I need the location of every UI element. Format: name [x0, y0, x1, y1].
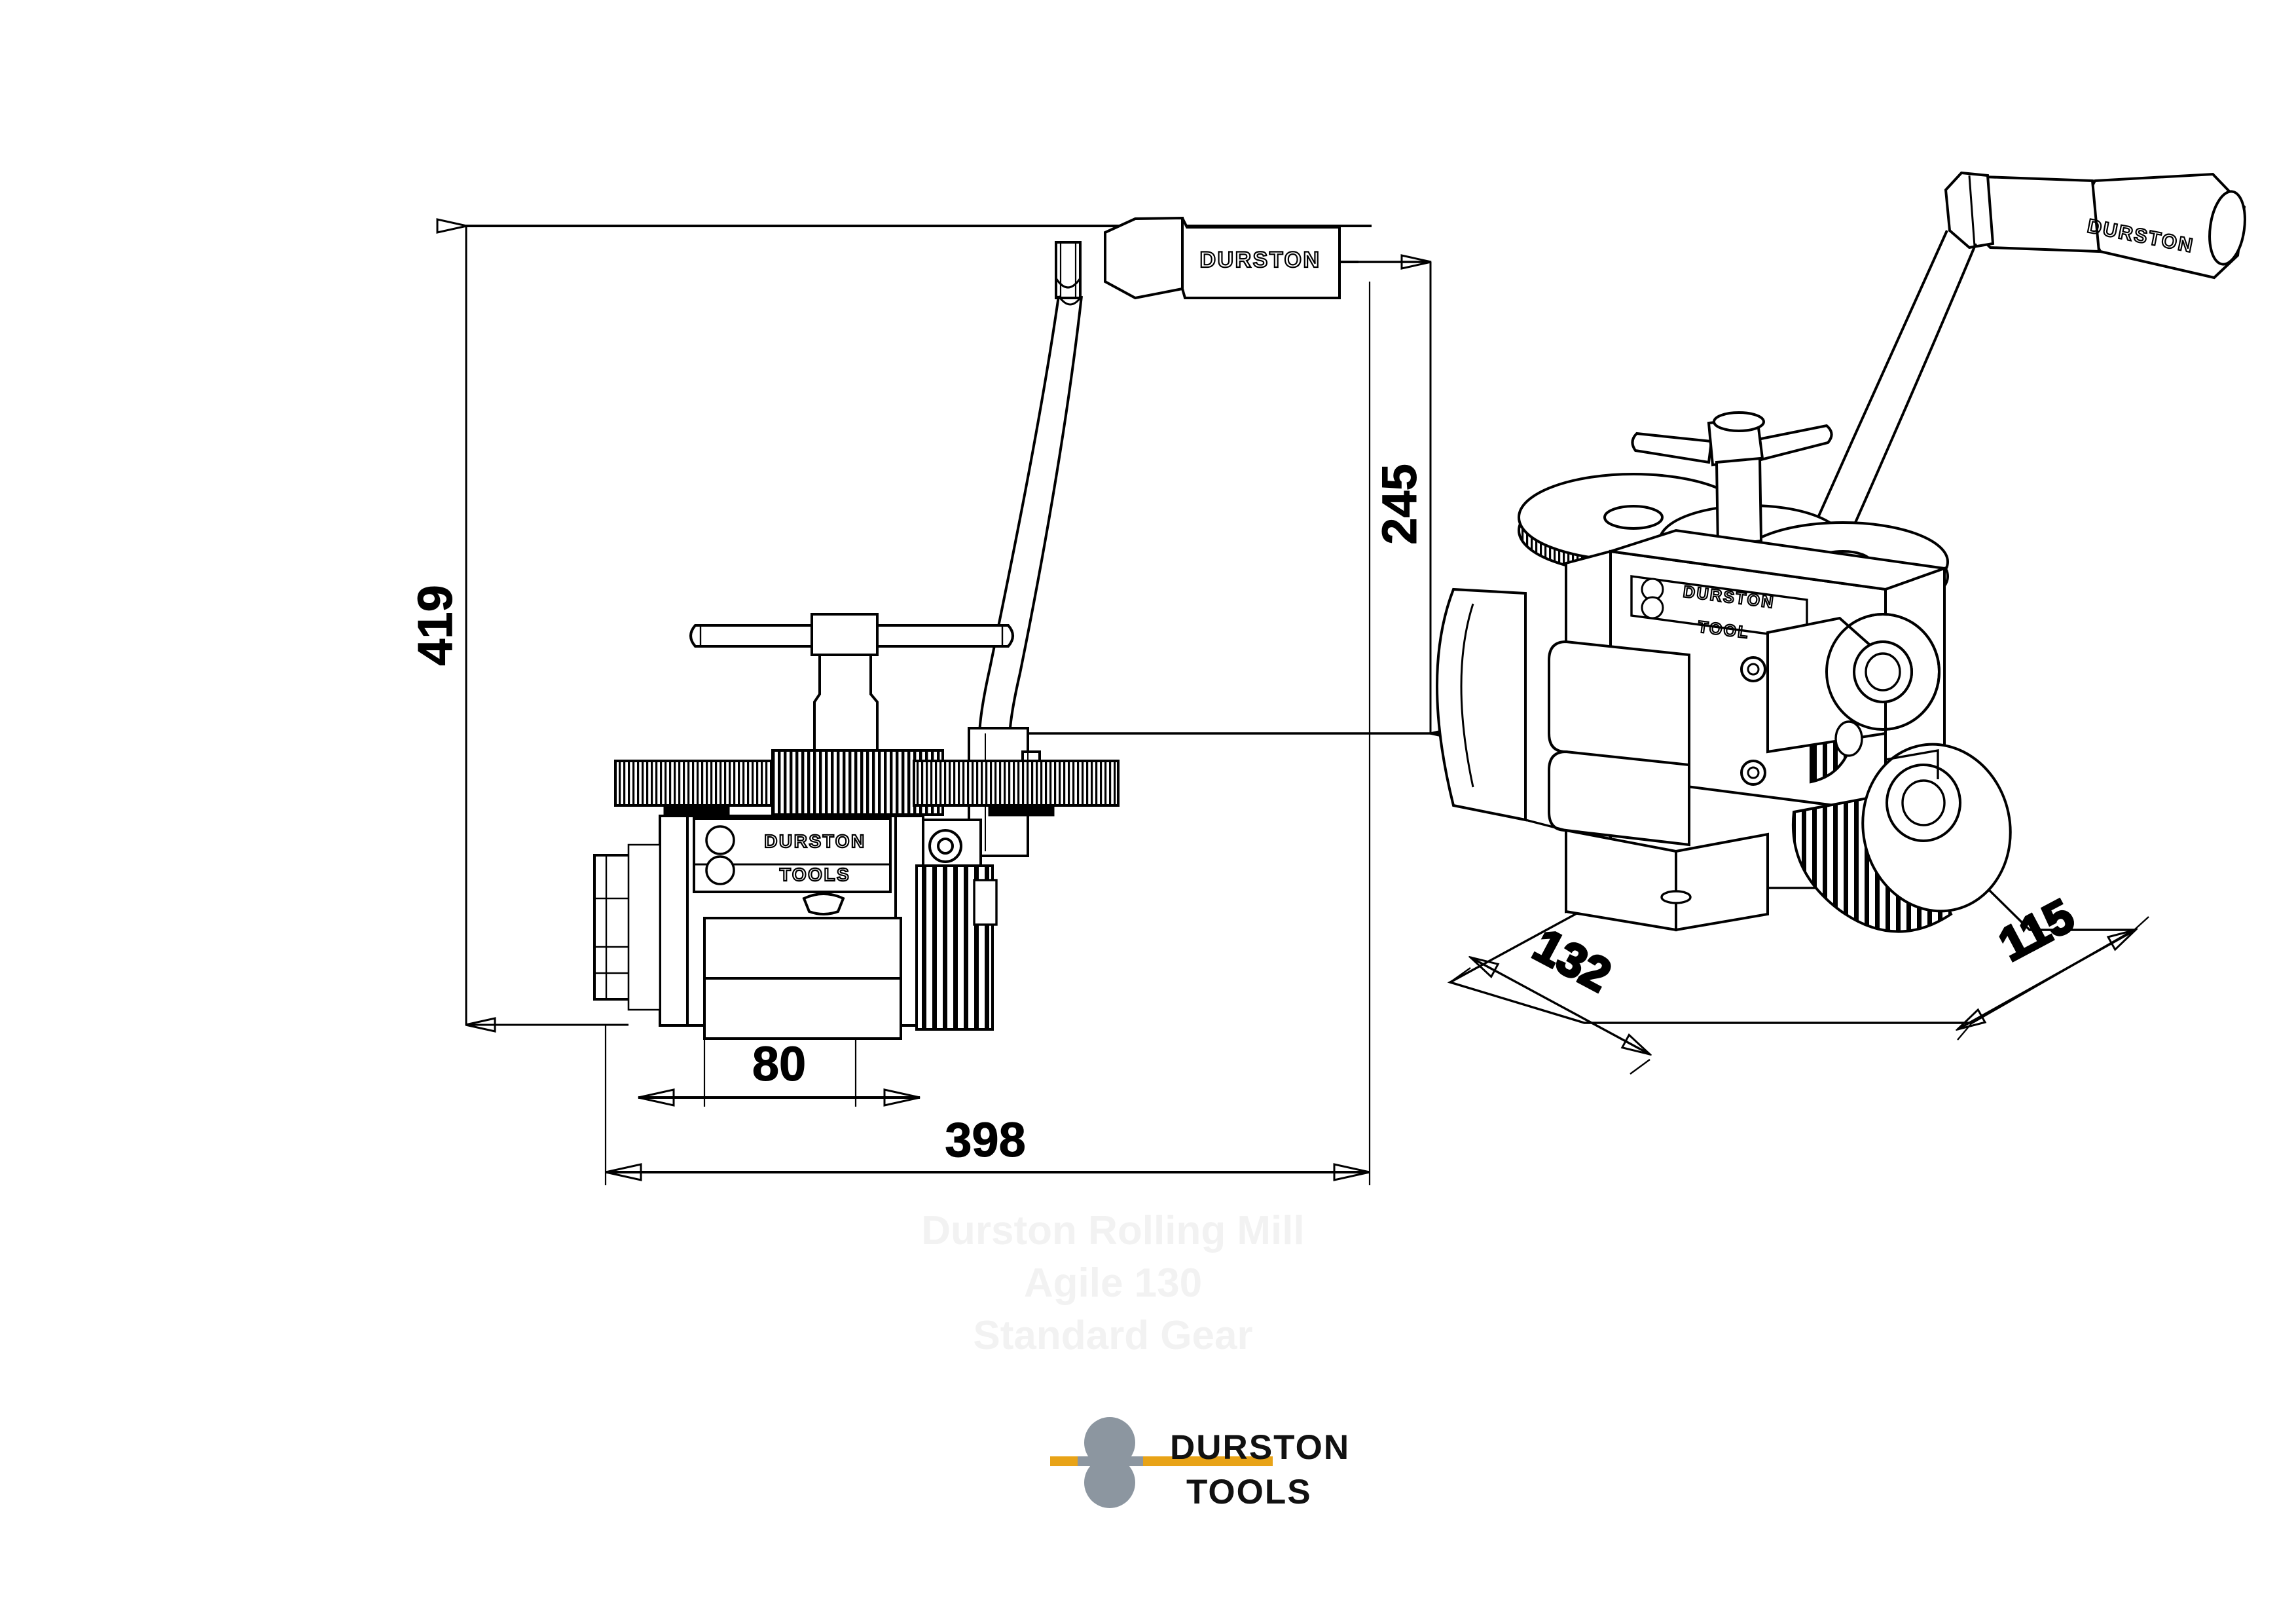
iso-t-hub-cap — [1713, 411, 1765, 432]
body-pillar-left — [659, 815, 689, 1027]
knurl-lip-right — [988, 805, 1055, 817]
iso-t-bar-left — [1631, 432, 1713, 464]
iso-grip-endcap — [2208, 190, 2246, 266]
roller-upper — [703, 917, 902, 980]
dim-398-label: 398 — [945, 1113, 1025, 1167]
iso-t-shaft — [1715, 456, 1763, 548]
side-handle-grip: DURSTON — [1055, 216, 1358, 300]
t-bar-right — [876, 624, 1014, 648]
t-shaft — [813, 654, 879, 756]
iso-dimension-lines — [1449, 916, 2149, 1075]
grip-collar-lines — [1059, 242, 1077, 298]
gearbox-bolt-top-hex — [937, 838, 954, 855]
grip-taper — [1104, 216, 1184, 300]
crank-arm-edge-left — [978, 295, 1060, 738]
iso-bolt-top-hex — [1747, 663, 1760, 676]
left-endcap-outer — [627, 843, 661, 1011]
crank-arm-edge-right — [1008, 295, 1083, 741]
logo-word-bottom: TOOLS — [1186, 1473, 1312, 1511]
dim-80-label: 80 — [752, 1037, 806, 1091]
side-brand-line1: DURSTON — [764, 831, 866, 851]
side-knurl-wheels — [614, 749, 1120, 817]
t-hub — [811, 613, 879, 656]
watermark-line-2: Agile 130 — [1024, 1261, 1202, 1306]
watermark-line-3: Standard Gear — [973, 1313, 1252, 1358]
side-brand-line2: TOOLS — [780, 864, 850, 885]
brand-roller-top-icon — [705, 825, 735, 855]
logo-roller-top-icon — [1084, 1417, 1135, 1468]
body-nub — [802, 893, 845, 915]
roller-lower — [703, 977, 902, 1040]
iso-endcap-join — [1525, 819, 1567, 832]
iso-view-group: DURSTON — [1436, 171, 2246, 1075]
side-drive-gear — [915, 864, 998, 1031]
iso-handle-grip: DURSTON — [1944, 171, 2246, 280]
watermark-title-block: Durston Rolling Mill Agile 130 Standard … — [921, 1208, 1305, 1358]
grip-collar — [1055, 241, 1082, 299]
brand-roller-bottom-icon — [705, 855, 735, 885]
logo-roller-bottom-icon — [1084, 1457, 1135, 1508]
dim-419-label: 419 — [408, 585, 462, 665]
iso-bolt-bottom-hex — [1747, 766, 1760, 779]
iso-gear-lower-bore — [1901, 779, 1946, 826]
iso-endcap-left — [1436, 587, 1527, 822]
iso-grip-seam — [2091, 180, 2100, 252]
dim-115-witness-b — [2134, 916, 2149, 931]
footer-logo: DURSTON TOOLS — [1050, 1417, 1350, 1511]
dim-132-witness-b — [1630, 1059, 1650, 1075]
side-grip-brand-text: DURSTON — [1200, 248, 1321, 272]
drive-gear-boss — [973, 879, 998, 926]
knurl-lip-left — [663, 805, 730, 817]
iso-mount-slot — [1834, 720, 1863, 757]
knurl-wheel-right — [913, 760, 1120, 807]
grip-collar-curve — [1055, 278, 1082, 289]
side-view-group: 419 245 80 398 DURSTON — [408, 216, 1461, 1185]
iso-endcap-rib — [1460, 603, 1474, 788]
iso-roller-upper — [1548, 640, 1690, 772]
dim-245-label: 245 — [1372, 464, 1427, 544]
dimension-labels-side: 419 245 80 398 — [408, 464, 1427, 1168]
iso-brand-roller-bottom — [1641, 596, 1664, 619]
iso-leg-front — [1675, 832, 1769, 932]
logo-bar-shadow — [1078, 1456, 1143, 1466]
watermark-line-1: Durston Rolling Mill — [921, 1208, 1305, 1253]
iso-gear-upper-bore-2 — [1865, 652, 1901, 692]
dim-115-witness-a — [1957, 1022, 1973, 1041]
iso-gear-upper-face-outline — [1825, 613, 1941, 731]
dim-115-line — [1958, 930, 2136, 1029]
t-bar-left — [689, 624, 813, 648]
dim-132-line — [1470, 957, 1650, 1054]
iso-grip-ferrule-line — [1968, 175, 1976, 247]
crank-arm-top-curve — [1057, 295, 1083, 306]
logo-word-top: DURSTON — [1170, 1428, 1350, 1467]
iso-t-handle — [1631, 411, 1833, 548]
iso-gears — [1766, 613, 2012, 933]
iso-gear-lower-bracket — [1885, 748, 1939, 779]
iso-grip-ferrule — [1944, 171, 1995, 249]
dim-132-witness-a — [1449, 967, 1471, 983]
iso-knurl-left-hole — [1603, 505, 1664, 530]
iso-t-bar-right — [1753, 424, 1833, 463]
iso-base-hole — [1660, 890, 1692, 904]
